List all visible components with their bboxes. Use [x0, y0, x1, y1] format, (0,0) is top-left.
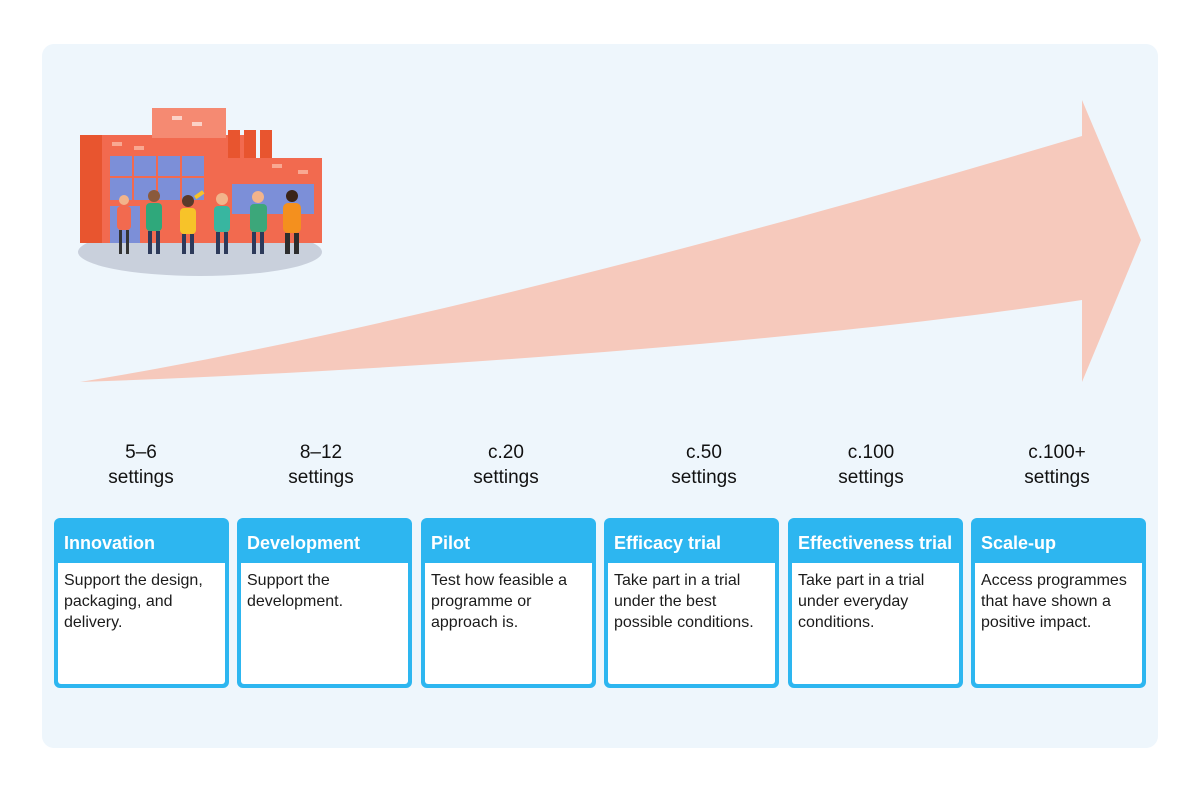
- stage-card-title: Pilot: [431, 533, 470, 553]
- stage-card-effectiveness-trial: Effectiveness trial Take part in a trial…: [788, 518, 963, 688]
- stage-card-description: Support the development.: [241, 563, 408, 684]
- count-unit: settings: [838, 467, 904, 488]
- count-value: c.20: [488, 442, 524, 463]
- growth-arrow-shape: [80, 100, 1141, 382]
- count-value: 8–12: [299, 442, 343, 463]
- stage-count-innovation: 5–6 settings: [56, 440, 226, 490]
- stage-card-scale-up: Scale-up Access programmes that have sho…: [971, 518, 1146, 688]
- count-value: 5–6: [125, 442, 157, 463]
- stage-card-title: Innovation: [64, 533, 155, 553]
- stage-card-title: Efficacy trial: [614, 533, 722, 553]
- stage-card-description: Test how feasible a programme or approac…: [425, 563, 592, 684]
- stage-card-description: Take part in a trial under the best poss…: [608, 563, 775, 684]
- stage-count-effectiveness-trial: c.100 settings: [786, 440, 956, 490]
- stage-card-innovation: Innovation Support the design, packaging…: [54, 518, 229, 688]
- stage-card-title: Development: [247, 533, 361, 553]
- stage-card-title: Effectiveness trial: [798, 533, 953, 553]
- stage-card-description: Access programmes that have shown a posi…: [975, 563, 1142, 684]
- stage-card-description: Take part in a trial under everyday cond…: [792, 563, 959, 684]
- stage-card-title: Scale-up: [981, 533, 1057, 553]
- count-unit: settings: [1024, 467, 1090, 488]
- stage-card-pilot: Pilot Test how feasible a programme or a…: [421, 518, 596, 688]
- count-value: c.100+: [1028, 442, 1086, 463]
- count-value: c.50: [686, 442, 722, 463]
- count-unit: settings: [473, 467, 539, 488]
- stage-count-development: 8–12 settings: [236, 440, 406, 490]
- stage-card-description: Support the design, packaging, and deliv…: [58, 563, 225, 684]
- count-unit: settings: [671, 467, 737, 488]
- stage-count-scale-up: c.100+ settings: [972, 440, 1142, 490]
- stage-count-pilot: c.20 settings: [421, 440, 591, 490]
- count-value: c.100: [847, 442, 895, 463]
- stage-card-efficacy-trial: Efficacy trial Take part in a trial unde…: [604, 518, 779, 688]
- stage-card-development: Development Support the development.: [237, 518, 412, 688]
- count-unit: settings: [288, 467, 354, 488]
- count-unit: settings: [108, 467, 174, 488]
- school-building-with-people-icon: [78, 108, 322, 276]
- stage-count-efficacy-trial: c.50 settings: [619, 440, 789, 490]
